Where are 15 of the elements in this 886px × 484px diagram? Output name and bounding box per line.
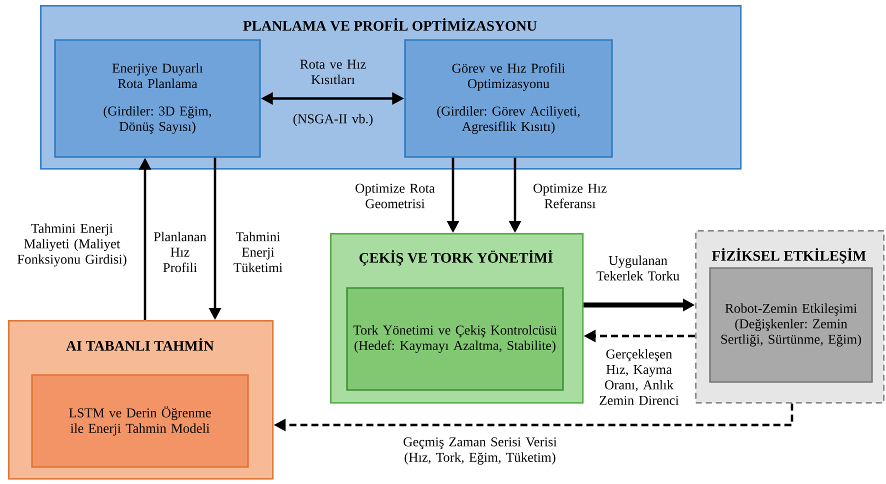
edge-label: Optimize Hız Referansı <box>534 184 607 208</box>
edge-label: Optimize Rota Geometrisi <box>356 184 435 208</box>
process-box: Enerjiye Duyarlı Rota Planlama (Girdiler: 3D Eğim, Dönüş Sayısı) <box>54 39 261 158</box>
process-box: Robot-Zemin Etkileşimi (Değişkenler: Zemin Sertliği, Sürtünme, Eğim) <box>709 267 873 383</box>
edge-label: Gerçekleşen Hız, Kayma Oranı, Anlık Zemin Direnci <box>600 349 679 405</box>
annotation-text: (NSGA-II vb.) <box>293 114 373 126</box>
process-box: Görev ve Hız Profili Optimizasyonu (Girdiler: Görev Aciliyeti, Agresiflik Kısıtı) <box>404 39 613 158</box>
edge-label: Rota ve Hız Kısıtları <box>300 60 366 84</box>
process-box: Tork Yönetimi ve Çekiş Kontrolcüsü (Hedef: Kaymayı Azaltma, Stabilite) <box>346 287 564 391</box>
annotation-text: Tahmini Enerji Tüketimi <box>234 232 282 272</box>
process-box: LSTM ve Derin Öğrenme ile Enerji Tahmin Modeli <box>31 374 249 468</box>
edge-label: Geçmiş Zaman Serisi Verisi (Hız, Tork, Eğim, Tüketim) <box>404 437 557 465</box>
edge-label: Tahmini Enerji Maliyeti (Maliyet Fonksiyonu Girdisi) <box>17 223 126 267</box>
edge-label: Uygulanan Tekerlek Torku <box>596 256 680 280</box>
edge-label: Planlanan Hız Profili <box>154 232 206 272</box>
